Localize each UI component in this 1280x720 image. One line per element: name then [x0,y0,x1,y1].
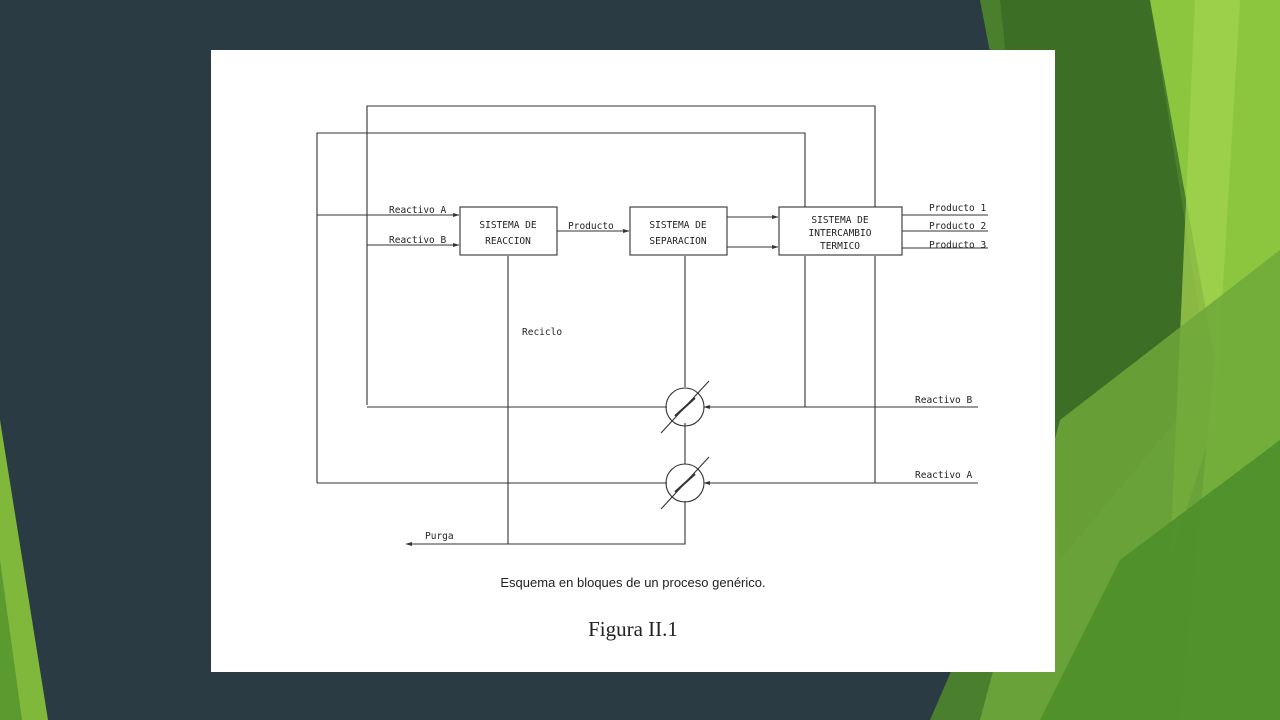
reaction-block-label-line-1: SISTEMA DE [479,220,536,231]
separation-block-label-line-1: SISTEMA DE [649,220,706,231]
heat-exchange-block [778,206,903,256]
recycle-label: Reciclo [522,327,562,338]
heat-exchange-block-label-line-2: INTERCAMBIO [809,228,872,239]
feed-b-label: Reactivo B [389,235,446,246]
separation-block-label-line-2: SEPARACION [649,236,706,247]
figure-image: SISTEMA DE REACCION SISTEMA DE SEPARACIO… [211,50,1055,672]
product-label: Producto [568,221,614,232]
feed-a-label: Reactivo A [389,205,446,216]
fresh-b-label: Reactivo B [915,395,972,406]
process-block-diagram: SISTEMA DE REACCION SISTEMA DE SEPARACIO… [316,105,988,546]
purge-label: Purga [425,531,454,542]
product-1-label: Producto 1 [929,203,986,214]
figure-caption: Esquema en bloques de un proceso genéric… [500,575,766,590]
fresh-a-label: Reactivo A [915,470,972,481]
product-2-label: Producto 2 [929,221,986,232]
reaction-block [459,206,558,256]
heat-exchanger-upper [665,387,705,427]
top-loop-inner [316,132,806,483]
product-3-label: Producto 3 [929,240,986,251]
separation-block [629,206,728,256]
figure-title: Figura II.1 [588,617,678,641]
below-exchanger [508,501,686,545]
heat-exchanger-lower [665,463,705,503]
heat-exchange-block-label-line-1: SISTEMA DE [811,215,868,226]
heat-exchange-block-label-line-3: TERMICO [820,241,860,252]
reaction-block-label-line-2: REACCION [485,236,531,247]
top-loop-outer [366,105,876,405]
